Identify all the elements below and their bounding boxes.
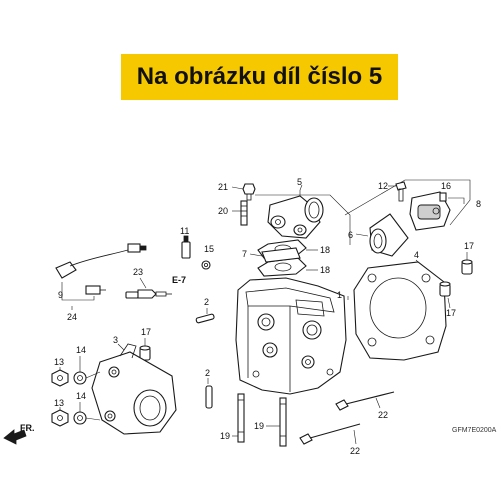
callout-11: 11 <box>180 226 189 236</box>
callout-22-upper: 22 <box>378 410 388 420</box>
screw-part-12[interactable] <box>395 181 407 202</box>
callout-21: 21 <box>218 182 228 192</box>
bolt-part-22-lower[interactable] <box>299 423 361 445</box>
callout-4: 4 <box>414 250 419 260</box>
callout-6: 6 <box>348 230 353 240</box>
diagram-code: GFM7E0200A <box>452 427 497 434</box>
callout-17-left: 17 <box>141 327 151 337</box>
callout-17-right-top: 17 <box>464 241 474 251</box>
intake-joint-part-6[interactable] <box>369 213 409 257</box>
front-direction-label: FR. <box>20 423 35 433</box>
callout-16: 16 <box>441 181 451 191</box>
valve-guide-part-2-lower[interactable] <box>205 385 213 409</box>
callout-2-upper: 2 <box>204 297 209 307</box>
dowel-pin-part-17-right-top[interactable] <box>461 259 473 275</box>
banner-text: Na obrázku díl číslo 5 <box>136 63 383 90</box>
valve-guide-part-2-upper[interactable] <box>195 313 215 324</box>
callout-18-lower: 18 <box>320 265 330 275</box>
callout-7: 7 <box>242 249 247 259</box>
nut-part-13-lower[interactable] <box>51 409 69 427</box>
insulator-part-7[interactable] <box>261 247 301 263</box>
callout-19-left: 19 <box>220 431 230 441</box>
washer-part-14-upper[interactable] <box>73 371 87 385</box>
washer-part-15[interactable] <box>201 260 211 270</box>
callout-24: 24 <box>67 312 77 322</box>
spark-plug-part-23[interactable] <box>125 289 172 299</box>
callout-8: 8 <box>476 199 481 209</box>
callout-22-lower: 22 <box>350 446 360 456</box>
callout-23: 23 <box>133 267 143 277</box>
callout-3: 3 <box>113 335 118 345</box>
callout-18-upper: 18 <box>320 245 330 255</box>
stud-bolt-part-19-right[interactable] <box>279 397 287 447</box>
clip-part-16[interactable] <box>439 192 447 202</box>
callout-15: 15 <box>204 244 214 254</box>
front-direction-arrow-icon <box>3 429 27 445</box>
callout-20: 20 <box>218 206 228 216</box>
part-number-banner: Na obrázku díl číslo 5 <box>121 54 398 100</box>
nut-part-13-upper[interactable] <box>51 369 69 387</box>
callout-19-right: 19 <box>254 421 264 431</box>
callout-2-lower: 2 <box>205 368 210 378</box>
sensor-wire-part-9[interactable] <box>55 243 147 279</box>
callout-14-upper: 14 <box>76 345 86 355</box>
callout-12: 12 <box>378 181 388 191</box>
dowel-pin-part-17-left[interactable] <box>139 345 151 361</box>
callout-1: 1 <box>337 290 342 300</box>
callout-17-right: 17 <box>446 308 456 318</box>
stud-bolt-part-19-left[interactable] <box>237 393 245 443</box>
bolt-part-22-upper[interactable] <box>335 391 395 411</box>
stud-bolt-part-20[interactable] <box>240 200 248 226</box>
callout-14-lower: 14 <box>76 391 86 401</box>
intake-pipe-part-5[interactable] <box>267 195 324 239</box>
callout-9: 9 <box>58 290 63 300</box>
bolt-part-21[interactable] <box>242 183 256 201</box>
callout-13-lower: 13 <box>54 398 64 408</box>
dowel-pin-part-17-right[interactable] <box>439 281 451 297</box>
temperature-sensor-part-11[interactable] <box>181 235 191 259</box>
callout-13-upper: 13 <box>54 357 64 367</box>
callout-e7: E-7 <box>172 275 186 285</box>
cylinder-gasket-part-4[interactable] <box>353 261 447 361</box>
washer-part-14-lower[interactable] <box>73 411 87 425</box>
cylinder-head-part-1[interactable] <box>235 277 347 395</box>
thermostat-housing-part-3[interactable] <box>91 343 177 435</box>
callout-5: 5 <box>297 177 302 187</box>
sensor-part-24[interactable] <box>85 285 106 295</box>
